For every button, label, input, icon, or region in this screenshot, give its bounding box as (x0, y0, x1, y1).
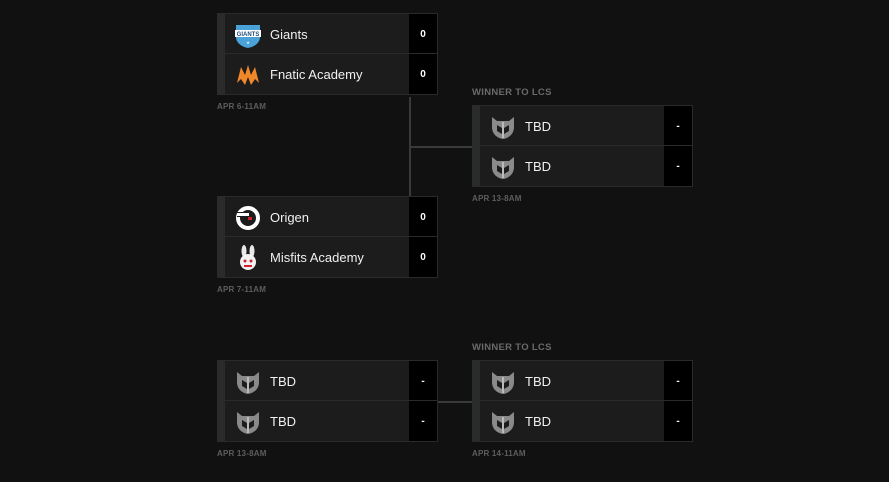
team-row[interactable]: Misfits Academy 0 (217, 237, 438, 278)
tbd-helmet-icon (489, 368, 517, 396)
match-card[interactable]: Origen 0 Misfits Academy 0 (217, 196, 438, 278)
giants-logo-icon: GIANTS ★ (235, 25, 261, 48)
fnatic-logo-icon (237, 65, 259, 85)
team-name: TBD (525, 159, 551, 174)
svg-text:★: ★ (246, 40, 250, 45)
team-name: TBD (525, 119, 551, 134)
round-label: WINNER TO LCS (472, 342, 552, 353)
team-score: - (409, 361, 437, 400)
team-row[interactable]: TBD - (472, 146, 693, 187)
team-score: - (664, 361, 692, 400)
match-card[interactable]: TBD - TBD - (472, 360, 693, 442)
team-name: Origen (270, 210, 310, 225)
team-row[interactable]: TBD - (472, 360, 693, 401)
tbd-helmet-icon (234, 408, 262, 436)
team-score: 0 (409, 54, 437, 94)
misfits-logo-icon (240, 245, 256, 270)
match-date: APR 14-11AM (472, 449, 526, 458)
match-date: APR 7-11AM (217, 285, 267, 294)
team-score: - (664, 106, 692, 145)
round-label: WINNER TO LCS (472, 87, 552, 98)
team-row[interactable]: TBD - (217, 360, 438, 401)
tbd-helmet-icon (489, 408, 517, 436)
team-name: TBD (525, 414, 551, 429)
team-name: Giants (270, 27, 308, 42)
match-date: APR 13-8AM (472, 194, 522, 203)
team-row[interactable]: GIANTS ★ Giants 0 (217, 13, 438, 54)
team-score: 0 (409, 14, 437, 53)
team-name: TBD (270, 374, 296, 389)
team-name: Misfits Academy (270, 250, 364, 265)
team-name: TBD (525, 374, 551, 389)
match-card[interactable]: GIANTS ★ Giants 0 Fnatic Academy 0 (217, 13, 438, 95)
team-score: 0 (409, 237, 437, 277)
team-score: - (664, 401, 692, 441)
team-row[interactable]: Fnatic Academy 0 (217, 54, 438, 95)
tbd-helmet-icon (234, 368, 262, 396)
team-row[interactable]: Origen 0 (217, 196, 438, 237)
match-card[interactable]: TBD - TBD - (217, 360, 438, 442)
svg-text:GIANTS: GIANTS (237, 32, 260, 38)
team-row[interactable]: TBD - (472, 105, 693, 146)
team-name: Fnatic Academy (270, 67, 363, 82)
tbd-helmet-icon (489, 113, 517, 141)
match-card[interactable]: TBD - TBD - (472, 105, 693, 187)
match-date: APR 13-8AM (217, 449, 267, 458)
team-score: - (409, 401, 437, 441)
team-row[interactable]: TBD - (472, 401, 693, 442)
bracket-connector (409, 146, 473, 148)
team-score: - (664, 146, 692, 186)
team-row[interactable]: TBD - (217, 401, 438, 442)
match-date: APR 6-11AM (217, 102, 267, 111)
bracket-connector (438, 401, 473, 403)
origen-logo-icon (236, 206, 260, 230)
team-score: 0 (409, 197, 437, 236)
tbd-helmet-icon (489, 153, 517, 181)
team-name: TBD (270, 414, 296, 429)
